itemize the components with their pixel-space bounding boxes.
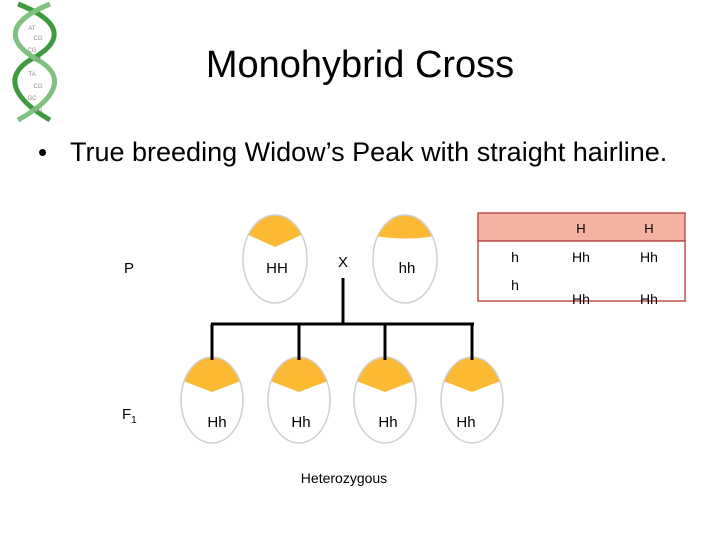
offspring-genotype: Hh (378, 414, 397, 431)
parent-genotype-hh-recessive: hh (399, 260, 416, 277)
cross-symbol: X (338, 254, 348, 271)
punnett-cell: Hh (572, 249, 590, 265)
parent-head-hh-straight (370, 210, 440, 303)
offspring-caption: Heterozygous (301, 470, 387, 486)
punnett-row-header: h (511, 249, 519, 265)
offspring-genotype: Hh (207, 414, 226, 431)
punnett-col-header: H (576, 221, 585, 236)
punnett-cell: Hh (640, 249, 658, 265)
punnett-cell: Hh (572, 291, 590, 307)
punnett-square: H H h h Hh Hh Hh Hh (478, 213, 685, 307)
offspring-genotype: Hh (456, 414, 475, 431)
punnett-cell: Hh (640, 291, 658, 307)
parent-head-hh-widows-peak (240, 210, 310, 303)
parent-genotype-hh-dominant: HH (266, 260, 288, 277)
offspring-genotype: Hh (291, 414, 310, 431)
punnett-row-header: h (511, 277, 519, 293)
lineage-connector (211, 278, 474, 360)
punnett-col-header: H (644, 221, 653, 236)
